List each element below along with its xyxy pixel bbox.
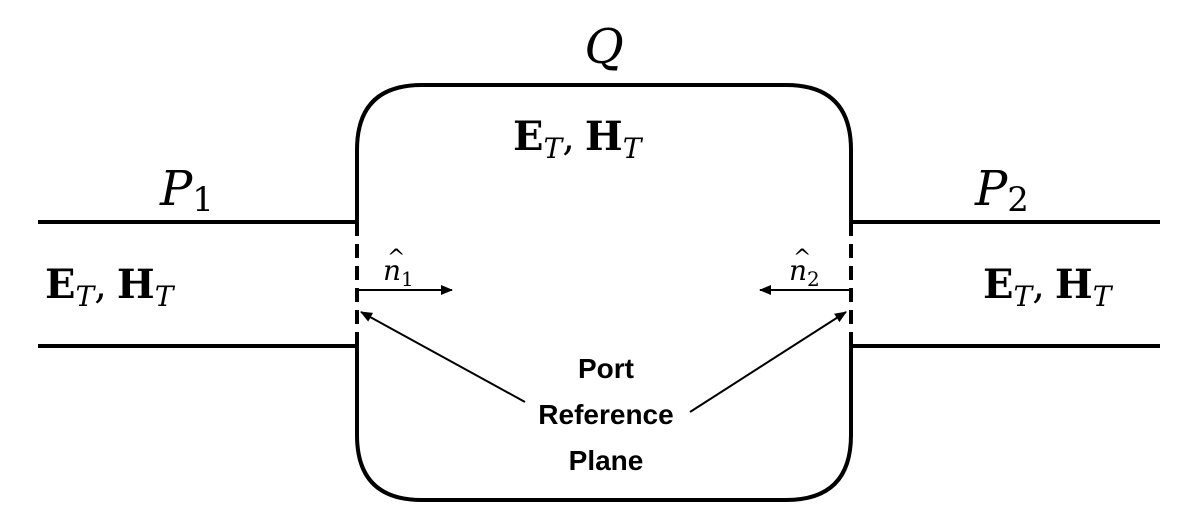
cavity-outline [355,83,853,502]
reference-plane-label-line2: Reference [538,399,673,430]
port2-field-label: ET,HT [983,261,1114,313]
cavity-label: Q [584,19,623,75]
normal-n1-label: n1 [383,254,414,291]
reference-plane-label-line1: Port [578,353,634,384]
port1-label: P1 [159,161,214,220]
pointer-arrow-left [360,311,526,403]
pointer-arrow-right [689,311,847,413]
reference-plane-label-line3: Plane [569,445,644,476]
normal-n2-label: n2 [789,254,820,291]
port2-label: P2 [974,161,1029,220]
port1-field-label: ET,HT [45,261,176,313]
normal-n2-hat: ^ [793,246,811,271]
normal-n1-hat: ^ [387,246,405,271]
cavity-field-label: ET,HT [513,113,644,165]
